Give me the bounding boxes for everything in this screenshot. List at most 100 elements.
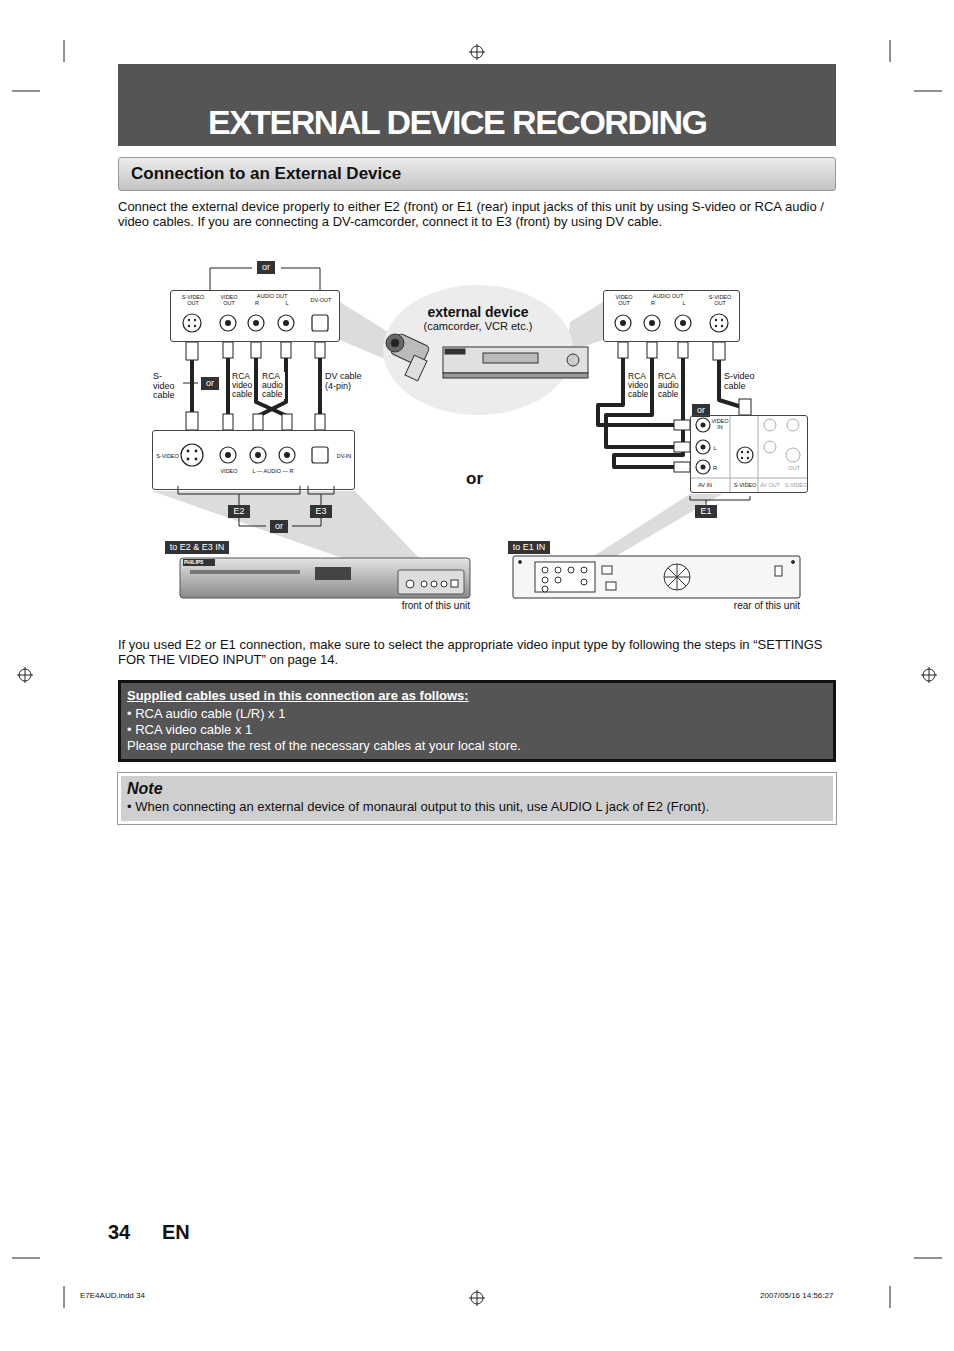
inactive-jack (764, 441, 776, 453)
jack-core (680, 320, 686, 326)
or-tag: or (257, 261, 275, 274)
cable-plug (647, 342, 657, 358)
input-tag: E1 (695, 505, 716, 518)
jack-core (620, 320, 626, 326)
tag-text: or (206, 378, 214, 389)
crop-mark (921, 667, 937, 683)
jack-core (741, 457, 743, 459)
note-box: Note• When connecting an external device… (118, 773, 836, 824)
jack (696, 418, 710, 432)
bracket (178, 268, 750, 526)
tag-text: or (697, 405, 705, 416)
cable-plug (739, 399, 751, 415)
rear-unit (535, 562, 595, 592)
tag-text: E3 (315, 506, 326, 517)
caption-label: RCA audio cable (658, 372, 681, 399)
cable-plug (281, 342, 291, 358)
caption-label: S-video cable (724, 372, 756, 391)
vcr-figure (443, 347, 588, 378)
jack-label: VIDEO OUT (611, 294, 637, 306)
cable-plug (713, 342, 725, 360)
jack-core (715, 319, 717, 321)
inactive-jack (690, 416, 808, 492)
tag-text: to E2 & E3 IN (170, 542, 225, 553)
jack-core (649, 320, 655, 326)
jack-core (721, 319, 723, 321)
rear-unit (664, 564, 690, 590)
rear-unit (555, 577, 561, 583)
cable-plug (186, 342, 198, 360)
jack-label: VIDEO (217, 468, 241, 474)
node-text: Note (127, 779, 827, 799)
page-footer: E7E4AUD.indd 34 (80, 1292, 200, 1301)
rear-unit (519, 561, 522, 564)
jack-label: S-VIDEO OUT (178, 294, 208, 306)
rear-unit (602, 566, 612, 574)
jack-label: DV-OUT (307, 297, 335, 303)
caption-label: PHILIPS (184, 560, 214, 566)
tag-text: to E1 IN (513, 542, 546, 553)
jack (737, 447, 753, 463)
jack-label: R (648, 300, 658, 306)
cable (606, 342, 690, 447)
target-tag: to E2 & E3 IN (165, 541, 230, 554)
front-unit (180, 558, 470, 598)
jack-core (283, 320, 289, 326)
rear-unit (606, 582, 616, 590)
title-band: EXTERNAL DEVICE RECORDING (118, 64, 836, 146)
cable-plug (315, 342, 325, 358)
jack-core (284, 452, 290, 458)
tag-text: E1 (700, 506, 711, 517)
front-unit (315, 567, 351, 580)
inactive-jack (787, 419, 799, 431)
jack-core (194, 325, 196, 327)
jack-label: S-VIDEO (731, 482, 759, 488)
inactive-jack (786, 448, 800, 462)
front-unit (180, 558, 470, 598)
jack-core (741, 451, 743, 453)
rear-unit (581, 567, 587, 573)
node-text: external device (383, 304, 573, 320)
node-text: • When connecting an external device of … (127, 799, 827, 815)
node-text: EXTERNAL DEVICE RECORDING (208, 102, 836, 142)
input-jack-panel: S-VIDEOVIDEOL — AUDIO — RDV-IN (152, 430, 355, 490)
jack (181, 444, 203, 466)
cable-plug (315, 414, 325, 430)
jack-core (255, 452, 261, 458)
rear-unit (542, 567, 548, 573)
cable-plug (674, 442, 690, 452)
jack (248, 315, 264, 331)
jack (183, 314, 201, 332)
jack-label: AUDIO OUT (252, 293, 292, 299)
jack (675, 315, 691, 331)
front-unit (431, 581, 437, 587)
jack-core (194, 319, 196, 321)
cable-plug (674, 462, 690, 472)
front-unit (398, 570, 464, 594)
front-unit (451, 580, 458, 587)
jack (312, 447, 328, 463)
rear-unit (555, 567, 561, 573)
front-unit (190, 570, 300, 574)
info-box: Supplied cables used in this connection … (118, 680, 836, 762)
cable-plug (674, 420, 690, 430)
bracket (178, 486, 334, 505)
camcorder-figure (386, 333, 430, 381)
jack-core (701, 445, 706, 450)
caption-label: RCA video cable (628, 372, 650, 399)
jack-core (701, 423, 706, 428)
jack-core (721, 325, 723, 327)
jack-label: AUDIO OUT (648, 293, 688, 299)
jack (696, 460, 710, 474)
cable-plug (618, 342, 628, 358)
jack (615, 315, 631, 331)
jack (644, 315, 660, 331)
node-text: Supplied cables used in this connection … (127, 688, 827, 704)
caption-label: S-video cable (153, 372, 183, 401)
jack-core (188, 325, 190, 327)
jack-label: R (710, 465, 720, 471)
jack-label: VIDEO IN (711, 418, 729, 430)
jack (312, 315, 328, 331)
jack-label: S-VIDEO (783, 482, 809, 488)
jack-core (188, 319, 190, 321)
